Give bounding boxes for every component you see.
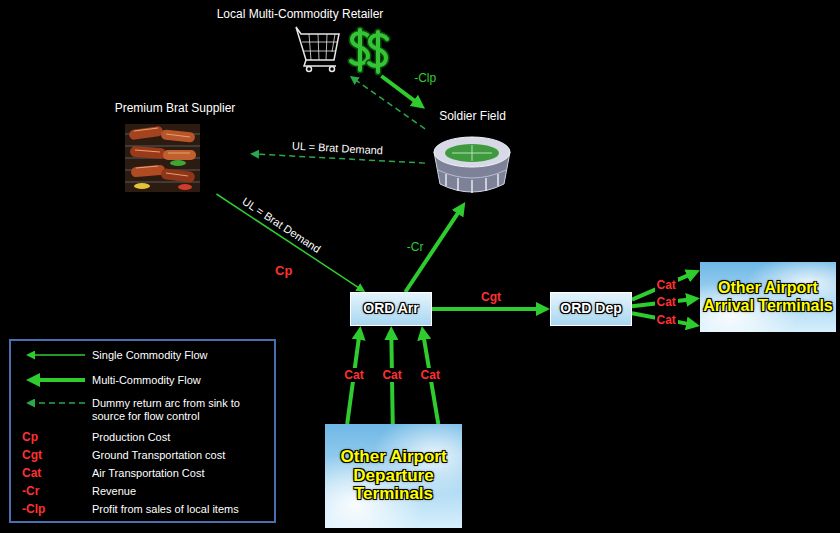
legend-text: Multi-Commodity Flow [92, 374, 201, 386]
grill-ground [125, 124, 200, 192]
legend-text: Profit from sales of local items [92, 503, 239, 515]
terminal-box: ORD Dep [550, 292, 632, 326]
legend-row: Multi-Commodity Flow [92, 374, 270, 387]
flow-arrow [216, 194, 361, 290]
airport-group-box: Other Airport Departure Terminals [325, 424, 462, 528]
node-label: ORD Arr [363, 301, 419, 316]
brat [128, 126, 163, 141]
single-flow-sample [30, 354, 85, 356]
cart-wheel [330, 67, 335, 72]
brat-shine [134, 128, 190, 176]
cart-mesh [302, 34, 337, 60]
legend-row: Ground Transportation cost [92, 449, 270, 462]
flow-label: UL = Brat Demand [238, 193, 325, 257]
brat [160, 168, 195, 183]
connector-group [216, 76, 692, 424]
cart-basket [296, 27, 339, 60]
stadium-icon [434, 137, 510, 193]
flow-arrow [405, 209, 461, 292]
field-line [452, 145, 492, 161]
stadium-rim [434, 137, 510, 167]
legend-text: Revenue [92, 485, 136, 497]
legend-symbol: Cp [20, 430, 40, 444]
flow-label: UL = Brat Demand [290, 139, 386, 158]
cart-icon [296, 27, 339, 72]
brat [130, 146, 167, 159]
legend-row: Production Cost [92, 431, 270, 444]
flow-label: Cat [342, 368, 365, 382]
flow-label: -Clp [412, 71, 438, 85]
legend-text: Production Cost [92, 431, 170, 443]
flow-label: -Cr [405, 240, 426, 254]
stadium-node: Soldier Field [425, 106, 520, 202]
flow-arrow [432, 307, 542, 311]
legend-panel [10, 340, 275, 522]
legend-text: Dummy return arc from sink to source for… [92, 397, 240, 422]
stadium-columns [446, 174, 498, 193]
legend-symbol: -Clp [20, 502, 47, 516]
node-label: Local Multi-Commodity Retailer [217, 6, 384, 21]
supplier-node: Premium Brat Supplier [100, 98, 250, 194]
pepper [178, 184, 192, 190]
legend-row: Revenue [92, 485, 270, 498]
legend-row: Profit from sales of local items [92, 503, 270, 516]
legend-text: Air Transportation Cost [92, 467, 205, 479]
terminal-box: ORD Arr [350, 292, 432, 326]
flow-label: Cat [655, 313, 678, 327]
legend-symbol: Cat [20, 466, 43, 480]
dummy-arc-sample [30, 402, 85, 404]
node-label: ORD Dep [560, 301, 621, 316]
cost-symbol: Cp [273, 264, 294, 278]
brat-picture [125, 124, 200, 192]
flow-label: Cat [380, 368, 403, 382]
legend-symbol: Cgt [20, 448, 44, 462]
airport-group-box: Other Airport Arrival Terminals [700, 262, 836, 332]
flow-arrow [254, 154, 425, 163]
node-label: Premium Brat Supplier [115, 100, 236, 115]
cart-frame [304, 60, 336, 66]
flow-label: Cat [655, 278, 678, 292]
pepper [170, 160, 186, 166]
legend-symbol: -Cr [20, 484, 41, 498]
money-icon [351, 30, 387, 72]
legend-text: Single Commodity Flow [92, 349, 208, 361]
stadium-tier [438, 170, 506, 178]
flow-label: Cgt [479, 290, 503, 304]
pepper [134, 183, 150, 189]
multi-flow-sample [34, 378, 85, 382]
money-outline [369, 32, 387, 72]
money-sign [369, 32, 387, 72]
flow-label: Cat [419, 368, 442, 382]
node-label: Soldier Field [439, 108, 506, 123]
legend-row: Air Transportation Cost [92, 467, 270, 480]
flow-label: Cat [655, 295, 678, 309]
retailer-node: Local Multi-Commodity Retailer [205, 4, 395, 76]
legend-frame [10, 340, 275, 522]
stadium-field [445, 144, 499, 162]
flow-arrow [353, 78, 425, 129]
node-label: Other Airport Departure Terminals [328, 448, 459, 504]
legend-row: Single Commodity Flow [92, 349, 270, 362]
legend-text: Ground Transportation cost [92, 449, 225, 461]
brat [163, 150, 196, 160]
cart-wheel [307, 67, 312, 72]
legend-row: Dummy return arc from sink to source for… [92, 397, 270, 423]
node-label: Other Airport Arrival Terminals [703, 279, 833, 314]
